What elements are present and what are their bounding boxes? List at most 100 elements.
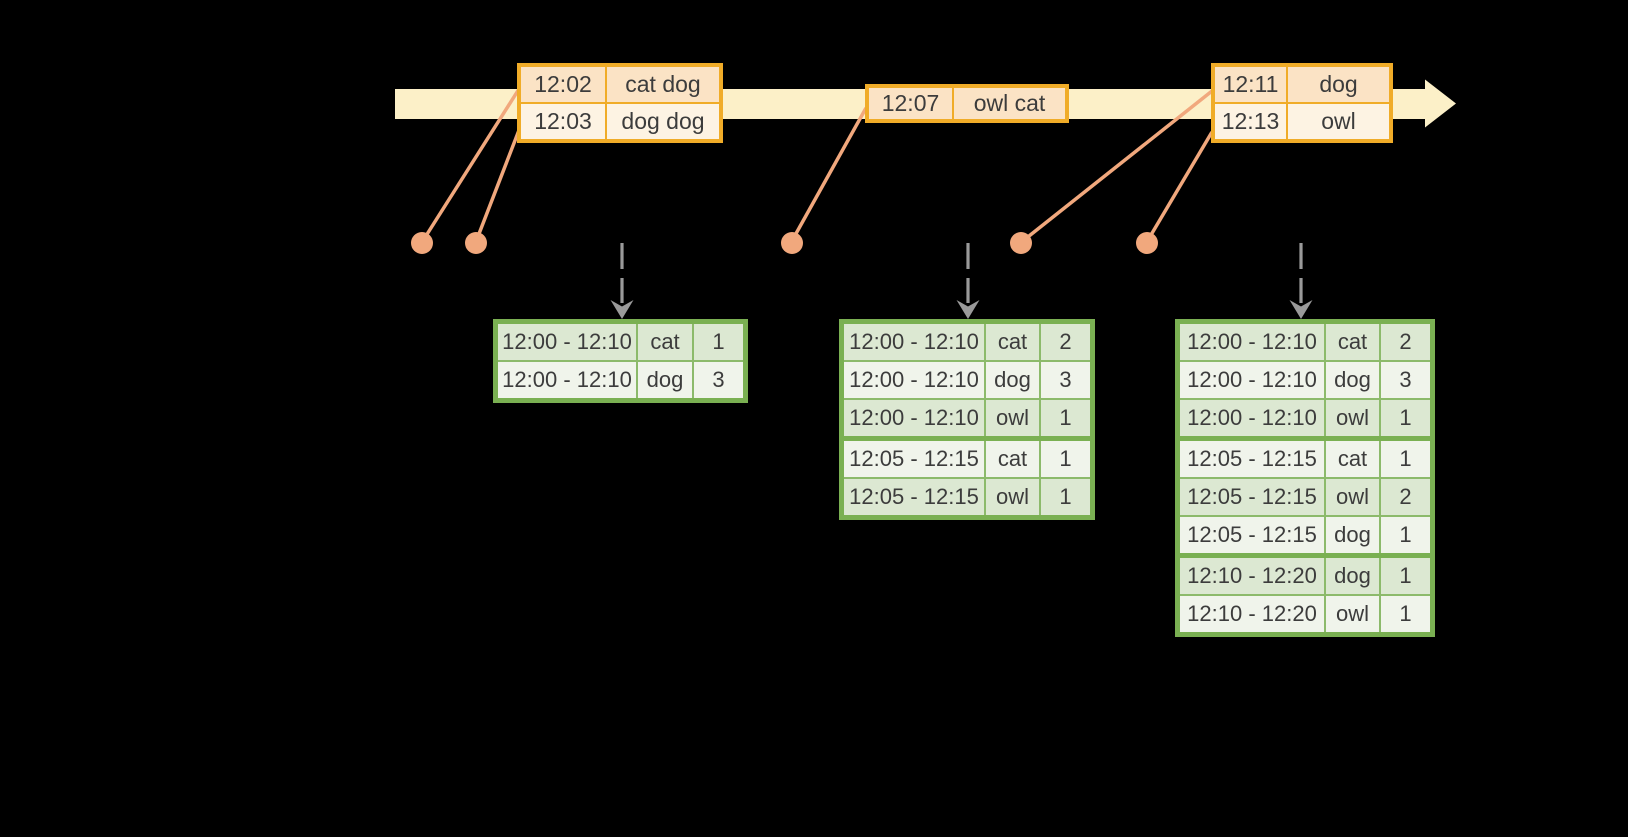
- window-cell: 12:10 - 12:20: [1180, 558, 1326, 594]
- event-words-cell: owl cat: [954, 88, 1065, 119]
- word-cell: cat: [986, 324, 1041, 360]
- window-cell: 12:00 - 12:10: [844, 400, 986, 436]
- word-cell: dog: [1326, 558, 1381, 594]
- table-row: 12:00 - 12:10 dog 3: [1180, 360, 1430, 398]
- count-cell: 1: [1041, 400, 1090, 436]
- event-time-cell: 12:03: [521, 104, 607, 139]
- event-words-cell: dog dog: [607, 104, 719, 139]
- window-cell: 12:05 - 12:15: [1180, 441, 1326, 477]
- event-callout-line: [1146, 131, 1214, 241]
- count-cell: 3: [694, 362, 743, 398]
- window-cell: 12:05 - 12:15: [1180, 517, 1326, 553]
- event-callout-line: [1022, 89, 1214, 242]
- table-row: 12:00 - 12:10 cat 2: [1180, 324, 1430, 360]
- table-row: 12:05 - 12:15 dog 1: [1180, 515, 1430, 553]
- table-row: 12:00 - 12:10 owl 1: [844, 398, 1090, 436]
- window-cell: 12:00 - 12:10: [1180, 400, 1326, 436]
- table-row: 12:10 - 12:20 dog 1: [1180, 558, 1430, 594]
- word-cell: owl: [986, 400, 1041, 436]
- count-cell: 1: [1381, 400, 1430, 436]
- event-dot: [465, 232, 487, 254]
- count-cell: 1: [1381, 596, 1430, 632]
- event-dot: [781, 232, 803, 254]
- table-row: 12:05 - 12:15 owl 2: [1180, 477, 1430, 515]
- event-table-1: 12:02 cat dog 12:03 dog dog: [517, 63, 723, 143]
- word-cell: owl: [1326, 400, 1381, 436]
- word-cell: owl: [986, 479, 1041, 515]
- count-cell: 1: [1381, 441, 1430, 477]
- event-callout-line: [422, 88, 521, 240]
- event-time-cell: 12:02: [521, 67, 607, 102]
- table-row: 12:10 - 12:20 owl 1: [1180, 594, 1430, 632]
- word-cell: cat: [986, 441, 1041, 477]
- word-cell: dog: [1326, 517, 1381, 553]
- count-cell: 1: [1041, 441, 1090, 477]
- event-time-cell: 12:13: [1215, 104, 1288, 139]
- event-callout-line: [475, 124, 523, 240]
- count-cell: 1: [1381, 558, 1430, 594]
- count-cell: 3: [1041, 362, 1090, 398]
- window-group: 12:00 - 12:10 cat 2 12:00 - 12:10 dog 3 …: [1175, 319, 1435, 441]
- word-cell: cat: [1326, 441, 1381, 477]
- result-table-1: 12:00 - 12:10 cat 1 12:00 - 12:10 dog 3: [493, 319, 748, 403]
- result-table-3: 12:00 - 12:10 cat 2 12:00 - 12:10 dog 3 …: [1175, 319, 1435, 637]
- timeline-arrowhead-icon: [1425, 79, 1456, 128]
- event-words-cell: cat dog: [607, 67, 719, 102]
- window-cell: 12:00 - 12:10: [844, 362, 986, 398]
- table-row: 12:05 - 12:15 cat 1: [844, 441, 1090, 477]
- window-cell: 12:05 - 12:15: [844, 479, 986, 515]
- window-cell: 12:00 - 12:10: [498, 324, 638, 360]
- event-dot: [1010, 232, 1032, 254]
- word-cell: owl: [1326, 596, 1381, 632]
- table-row: 12:00 - 12:10 dog 3: [844, 360, 1090, 398]
- window-cell: 12:00 - 12:10: [498, 362, 638, 398]
- trigger-arrowhead-icon: [956, 300, 980, 319]
- window-group: 12:00 - 12:10 cat 2 12:00 - 12:10 dog 3 …: [839, 319, 1095, 441]
- count-cell: 2: [1041, 324, 1090, 360]
- window-group: 12:05 - 12:15 cat 1 12:05 - 12:15 owl 2 …: [1175, 436, 1435, 558]
- window-cell: 12:00 - 12:10: [1180, 324, 1326, 360]
- table-row: 12:11 dog: [1215, 67, 1389, 102]
- table-row: 12:02 cat dog: [521, 67, 719, 102]
- event-table-3: 12:11 dog 12:13 owl: [1211, 63, 1393, 143]
- table-row: 12:03 dog dog: [521, 102, 719, 139]
- table-row: 12:00 - 12:10 cat 2: [844, 324, 1090, 360]
- count-cell: 1: [694, 324, 743, 360]
- window-group: 12:05 - 12:15 cat 1 12:05 - 12:15 owl 1: [839, 436, 1095, 520]
- table-row: 12:07 owl cat: [869, 88, 1065, 119]
- window-group: 12:10 - 12:20 dog 1 12:10 - 12:20 owl 1: [1175, 553, 1435, 637]
- event-time-cell: 12:07: [869, 88, 954, 119]
- word-cell: owl: [1326, 479, 1381, 515]
- event-words-cell: dog: [1288, 67, 1389, 102]
- window-cell: 12:05 - 12:15: [1180, 479, 1326, 515]
- table-row: 12:00 - 12:10 dog 3: [498, 360, 743, 398]
- event-callout-line: [791, 107, 868, 240]
- event-words-cell: owl: [1288, 104, 1389, 139]
- trigger-arrowhead-icon: [1289, 300, 1313, 319]
- event-dot: [1136, 232, 1158, 254]
- window-cell: 12:10 - 12:20: [1180, 596, 1326, 632]
- table-row: 12:00 - 12:10 owl 1: [1180, 398, 1430, 436]
- count-cell: 3: [1381, 362, 1430, 398]
- window-cell: 12:00 - 12:10: [1180, 362, 1326, 398]
- event-table-2: 12:07 owl cat: [865, 84, 1069, 123]
- count-cell: 1: [1041, 479, 1090, 515]
- table-row: 12:05 - 12:15 owl 1: [844, 477, 1090, 515]
- table-row: 12:00 - 12:10 cat 1: [498, 324, 743, 360]
- event-time-cell: 12:11: [1215, 67, 1288, 102]
- window-group: 12:00 - 12:10 cat 1 12:00 - 12:10 dog 3: [493, 319, 748, 403]
- count-cell: 2: [1381, 324, 1430, 360]
- word-cell: dog: [1326, 362, 1381, 398]
- count-cell: 2: [1381, 479, 1430, 515]
- event-dot: [411, 232, 433, 254]
- window-cell: 12:05 - 12:15: [844, 441, 986, 477]
- trigger-arrowhead-icon: [610, 300, 634, 319]
- table-row: 12:13 owl: [1215, 102, 1389, 139]
- word-cell: dog: [986, 362, 1041, 398]
- word-cell: cat: [638, 324, 694, 360]
- count-cell: 1: [1381, 517, 1430, 553]
- word-cell: cat: [1326, 324, 1381, 360]
- word-cell: dog: [638, 362, 694, 398]
- result-table-2: 12:00 - 12:10 cat 2 12:00 - 12:10 dog 3 …: [839, 319, 1095, 520]
